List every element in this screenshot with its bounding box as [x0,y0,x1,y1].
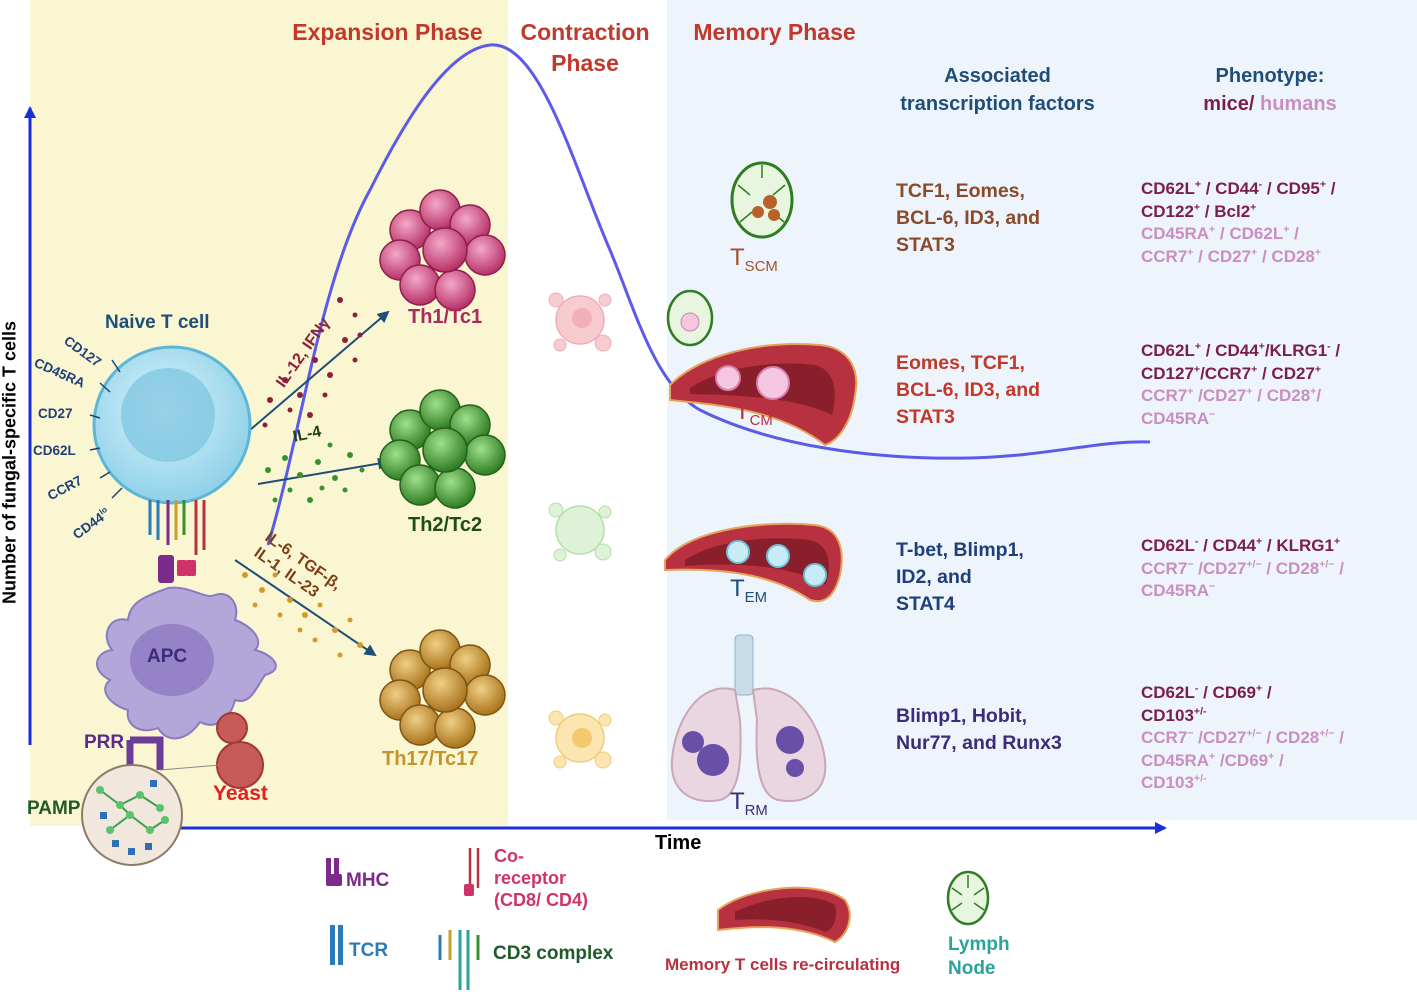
legend-coreceptor-label: Co- receptor (CD8/ CD4) [494,846,589,910]
contraction-phase-title: Contraction Phase [520,19,650,76]
th1-cytokine-dots [262,297,363,428]
phenotype-tem-human-line-2: CD45RA− [1141,580,1216,600]
phenotype-trm-human-line-1: CCR7− /CD27+/− / CD28+/− / [1141,727,1344,747]
prr-label: PRR [84,732,125,753]
legend-mhc-icon [326,858,342,886]
phenotype-humans-label: humans [1260,93,1337,115]
th2-cytokine-dots [265,442,365,503]
tf-tem: T-bet, Blimp1, ID2, and STAT4 [896,539,1024,615]
phenotype-tscm-human-line-1: CD45RA+ / CD62L+ / [1141,223,1299,243]
legend-tcr-icon [330,925,343,965]
phenotype-tscm-human-line-2: CCR7+ / CD27+ / CD28+ [1141,245,1322,266]
x-axis-label: Time [655,832,702,854]
th17-cluster-graphic [379,629,506,749]
expansion-phase-title: Expansion Phase [292,19,483,45]
response-curve [266,43,1151,546]
tscm-label: TSCM [730,244,778,275]
th1-cluster-graphic [379,189,506,311]
legend-coreceptor-icon [464,848,480,896]
th17-cytokine-dots [242,572,363,658]
apc-graphic [96,586,277,770]
tf-tscm: TCF1, Eomes, BCL-6, ID3, and STAT3 [896,180,1041,256]
th2-cluster-graphic [379,389,506,509]
phenotype-trm-human-line-2: CD45RA+ /CD69+ / [1141,749,1284,770]
legend-cd3-icon [438,930,480,990]
naive-t-cell-graphic [89,345,252,583]
naive-t-cell-label: Naive T cell [105,312,210,333]
legend-cd3-label: CD3 complex [493,943,614,964]
phenotype-tcm: CD62L+ / CD44+/KLRG1- / CD127+/CCR7+ / C… [1141,340,1340,430]
phenotype-trm-mice-line-2: CD103+/- [1141,704,1207,725]
th17-tc17-label: Th17/Tc17 [382,748,479,770]
th1-tc1-label: Th1/Tc1 [408,306,483,328]
phenotype-mice-label: mice/ [1203,93,1255,115]
legend-mhc-label: MHC [346,870,390,891]
tem-label: TEM [730,575,767,606]
tscm-lymph-node-graphic [730,161,794,239]
y-axis-label: Number of fungal-specific T cells [0,320,20,605]
trm-lungs-graphic [670,634,827,802]
contraction-cell-yellow [548,710,612,769]
tcm-vessel-graphic [669,343,858,447]
marker-cd62l: CD62L [33,443,76,458]
legend-lymph-node-label: Lymph Node [948,934,1010,979]
phenotype-trm-mice-line-1: CD62L- / CD69+ / [1141,682,1272,702]
phenotype-header: Phenotype: mice/ humans [1203,65,1337,115]
phenotype-trm-human-line-3: CD103+/- [1141,772,1207,792]
legend-vessel-icon [717,886,851,944]
pamp-label: PAMP [27,798,81,819]
th2-tc2-label: Th2/Tc2 [408,514,483,536]
contraction-cell-green [548,502,612,562]
tem-vessel-graphic [664,522,843,603]
phenotype-tcm-mice-line-1: CD62L+ / CD44+/KLRG1- / [1141,340,1341,360]
phenotype-tcm-human-line-1: CCR7+ /CD27+ / CD28+/ [1141,385,1322,405]
th2-arrow [257,457,390,485]
apc-label: APC [147,646,188,667]
phenotype-tcm-mice-line-2: CD127+/CCR7+ / CD27+ [1141,362,1322,383]
phenotype-tscm: CD62L+ / CD44- / CD95+ / CD122+ / Bcl2+ … [1141,178,1335,268]
yeast-graphic [159,712,264,789]
trm-label: TRM [730,788,768,819]
th17-arrow [234,559,377,657]
contraction-cell-pink [548,292,612,352]
tf-tcm: Eomes, TCF1, BCL-6, ID3, and STAT3 [896,352,1041,428]
transcription-factors-header: Associated transcription factors [900,65,1095,115]
phenotype-tem-mice-line-1: CD62L- / CD44+ / KLRG1+ [1141,535,1341,555]
phenotype-tem: CD62L- / CD44+ / KLRG1+ CCR7− /CD27+/− /… [1141,535,1344,603]
tf-trm: Blimp1, Hobit, Nur77, and Runx3 [896,705,1062,754]
yeast-label: Yeast [213,782,268,805]
marker-cd27: CD27 [38,406,73,421]
tcm-lymph-node-graphic [666,289,714,347]
phenotype-tem-human-line-1: CCR7− /CD27+/− / CD28+/− / [1141,557,1344,578]
memory-phase-title: Memory Phase [693,19,856,45]
phenotype-trm: CD62L- / CD69+ / CD103+/- CCR7− /CD27+/−… [1141,682,1344,795]
phenotype-tscm-mice-line-1: CD62L+ / CD44- / CD95+ / [1141,178,1336,198]
legend-tcr-label: TCR [349,940,389,961]
pamp-graphic [81,764,183,866]
legend-lymph-node-icon [946,870,990,926]
phenotype-tscm-mice-line-2: CD122+ / Bcl2+ [1141,200,1257,221]
phenotype-tcm-human-line-2: CD45RA− [1141,407,1216,428]
tcm-label: TCM [735,398,773,429]
legend-recirculating-label: Memory T cells re-circulating [665,955,901,974]
th1-arrow [249,310,390,431]
